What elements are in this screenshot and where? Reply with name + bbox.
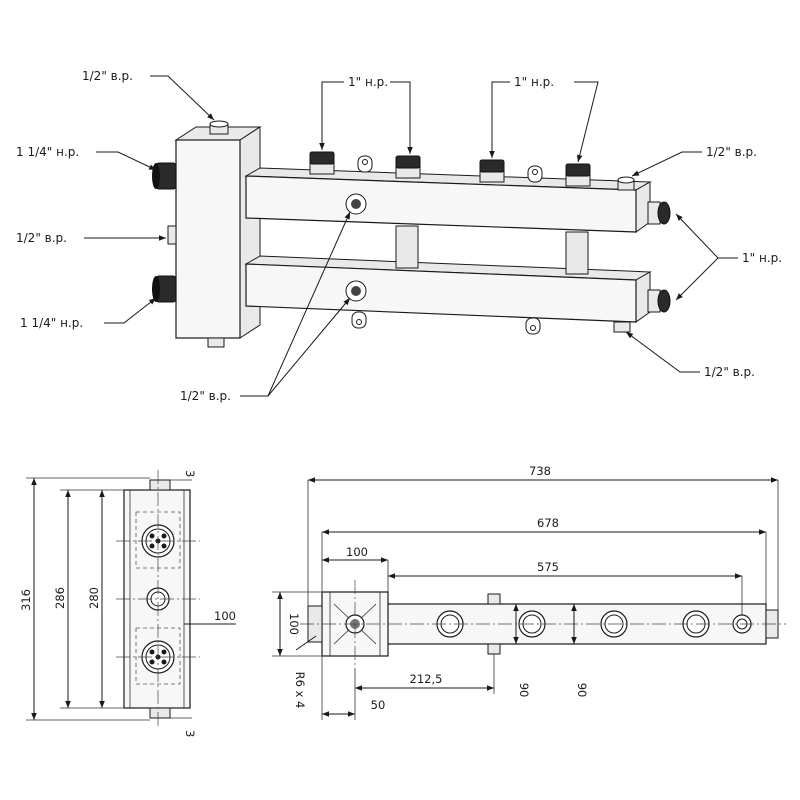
dim-cap-top: 3 (183, 470, 197, 477)
dim-body-height: 286 (53, 587, 67, 609)
front-port-upper (345, 193, 367, 215)
front-view: 738 678 100 575 100 212,5 50 90 90 R6 x … (272, 464, 786, 720)
lower-manifold (244, 255, 652, 323)
dim-mount-holes: R6 x 4 (293, 672, 307, 709)
callout-left-mid-port: 1/2" в.р. (16, 231, 67, 245)
callout-left-bottom-inlet: 1 1/4" н.р. (20, 316, 83, 330)
callout-bottom-right-port: 1/2" в.р. (704, 365, 755, 379)
link-tube-right (565, 231, 589, 275)
top-outlet-3 (479, 159, 505, 183)
front-bracket-bottom (487, 643, 501, 655)
callout-top-outlets-2: 1" н.р. (514, 75, 554, 89)
right-outlet-lower (647, 289, 671, 313)
callout-top-outlets: 1" н.р. (348, 75, 388, 89)
block-bottom-port (207, 337, 225, 348)
dim-manifold-length: 678 (537, 516, 559, 530)
dim-pitch-b: 90 (575, 683, 589, 698)
dim-first-outlet-offset: 212,5 (410, 672, 443, 686)
mount-bracket-top-1 (357, 155, 373, 173)
dim-total-length: 738 (529, 464, 551, 478)
left-port-mid (167, 225, 177, 245)
callout-front-ports: 1/2" в.р. (180, 389, 231, 403)
dim-port-spacing: 280 (87, 587, 101, 609)
link-tube-left (395, 225, 419, 269)
dim-block-height: 100 (287, 613, 301, 635)
block-top-plug (209, 120, 229, 135)
side-view: 316 286 280 100 3 3 (19, 470, 236, 737)
callout-right-outlets: 1" н.р. (742, 251, 782, 265)
dim-bracket-offset: 50 (371, 698, 386, 712)
dim-block-width: 100 (346, 545, 368, 559)
mount-bracket-top-2 (527, 165, 543, 183)
dim-side-depth: 100 (214, 609, 236, 623)
callout-top-plug: 1/2" в.р. (82, 69, 133, 83)
top-outlet-2 (395, 155, 421, 179)
left-inlet-bottom (152, 275, 177, 303)
dim-cap-bottom: 3 (183, 730, 197, 737)
callout-right-top-port: 1/2" в.р. (706, 145, 757, 159)
dim-overall-height: 316 (19, 589, 33, 611)
front-bracket-top (487, 593, 501, 605)
mount-bracket-bottom-1 (351, 311, 367, 329)
dim-outlet-span: 575 (537, 560, 559, 574)
isometric-view: 1/2" в.р. 1 1/4" н.р. 1/2" в.р. 1 1/4" н… (16, 69, 782, 403)
leader-lines (84, 75, 738, 397)
top-outlet-1 (309, 151, 335, 175)
right-outlet-upper (647, 201, 671, 225)
callout-left-top-inlet: 1 1/4" н.р. (16, 145, 79, 159)
left-inlet-top (152, 162, 177, 190)
upper-manifold (244, 167, 652, 233)
front-port-lower (345, 280, 367, 302)
bottom-right-plug (613, 321, 631, 333)
dim-pitch-a: 90 (517, 683, 531, 698)
top-outlet-4 (565, 163, 591, 187)
mount-bracket-bottom-2 (525, 317, 541, 335)
right-top-plug (617, 176, 635, 191)
